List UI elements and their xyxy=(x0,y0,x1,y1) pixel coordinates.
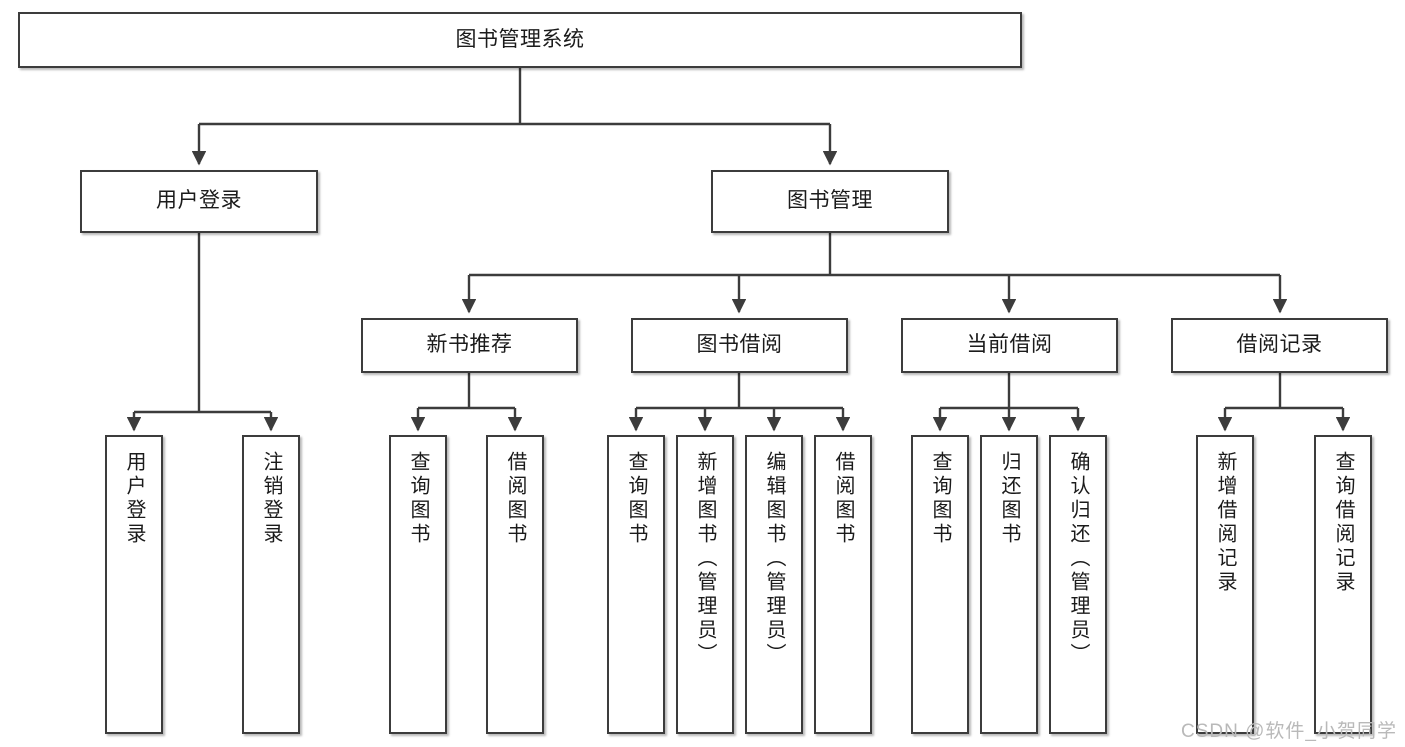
leaf-current-borrow-3[interactable]: 确认归还（管理员） xyxy=(1049,435,1107,734)
leaf-new-book-1[interactable]: 查询图书 xyxy=(389,435,447,734)
leaf-current-borrow-1-label: 查询图书 xyxy=(929,451,951,547)
leaf-new-book-2[interactable]: 借阅图书 xyxy=(486,435,544,734)
leaf-borrow-record-1-label: 新增借阅记录 xyxy=(1214,451,1236,595)
node-borrow-record[interactable]: 借阅记录 xyxy=(1171,318,1388,373)
leaf-book-borrow-4[interactable]: 借阅图书 xyxy=(814,435,872,734)
leaf-current-borrow-3-label: 确认归还（管理员） xyxy=(1067,451,1089,667)
node-new-book-recommend[interactable]: 新书推荐 xyxy=(361,318,578,373)
leaf-book-borrow-2[interactable]: 新增图书（管理员） xyxy=(676,435,734,734)
leaf-current-borrow-2[interactable]: 归还图书 xyxy=(980,435,1038,734)
leaf-user-login-1[interactable]: 用户登录 xyxy=(105,435,163,734)
leaf-user-login-2-label: 注销登录 xyxy=(260,451,282,547)
leaf-book-borrow-3[interactable]: 编辑图书（管理员） xyxy=(745,435,803,734)
leaf-borrow-record-1[interactable]: 新增借阅记录 xyxy=(1196,435,1254,734)
leaf-book-borrow-4-label: 借阅图书 xyxy=(832,451,854,547)
node-current-borrow-label: 当前借阅 xyxy=(966,333,1053,357)
node-book-manage[interactable]: 图书管理 xyxy=(711,170,949,233)
leaf-new-book-2-label: 借阅图书 xyxy=(504,451,526,547)
leaf-current-borrow-2-label: 归还图书 xyxy=(998,451,1020,547)
leaf-book-borrow-3-label: 编辑图书（管理员） xyxy=(763,451,785,667)
leaf-book-borrow-2-label: 新增图书（管理员） xyxy=(694,451,716,667)
leaf-current-borrow-1[interactable]: 查询图书 xyxy=(911,435,969,734)
leaf-borrow-record-2[interactable]: 查询借阅记录 xyxy=(1314,435,1372,734)
node-current-borrow[interactable]: 当前借阅 xyxy=(901,318,1118,373)
node-book-manage-label: 图书管理 xyxy=(787,189,873,213)
node-borrow-record-label: 借阅记录 xyxy=(1236,333,1323,357)
node-book-borrow[interactable]: 图书借阅 xyxy=(631,318,848,373)
node-new-book-recommend-label: 新书推荐 xyxy=(426,333,513,357)
node-book-borrow-label: 图书借阅 xyxy=(696,333,783,357)
leaf-new-book-1-label: 查询图书 xyxy=(407,451,429,547)
leaf-book-borrow-1[interactable]: 查询图书 xyxy=(607,435,665,734)
leaf-user-login-1-label: 用户登录 xyxy=(123,451,145,547)
node-root[interactable]: 图书管理系统 xyxy=(18,12,1022,68)
leaf-borrow-record-2-label: 查询借阅记录 xyxy=(1332,451,1354,595)
leaf-user-login-2[interactable]: 注销登录 xyxy=(242,435,300,734)
node-user-login[interactable]: 用户登录 xyxy=(80,170,318,233)
node-root-label: 图书管理系统 xyxy=(455,27,585,51)
leaf-book-borrow-1-label: 查询图书 xyxy=(625,451,647,547)
node-user-login-label: 用户登录 xyxy=(156,189,242,213)
